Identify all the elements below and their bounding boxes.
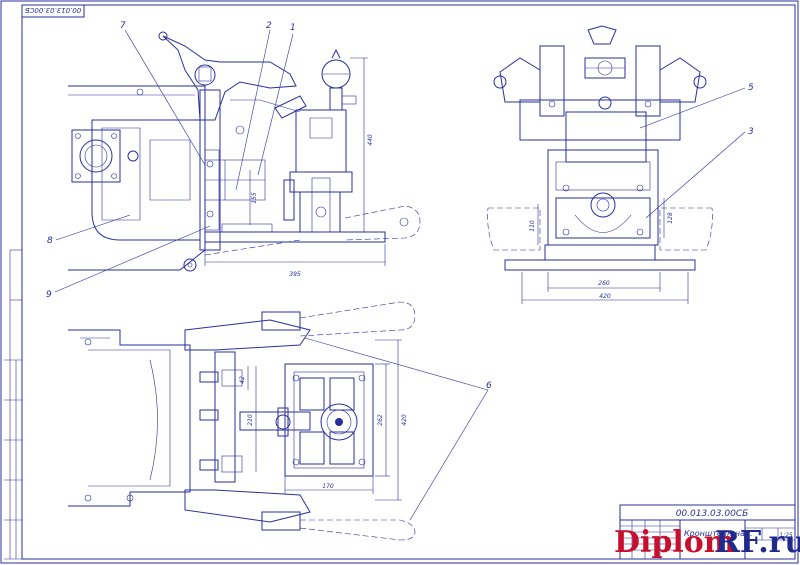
front-cylinder bbox=[565, 111, 647, 163]
dim-front-inner: 260 bbox=[598, 280, 610, 287]
watermark-logo: Diplom RF.ru bbox=[614, 525, 800, 560]
callouts-front: 5 3 bbox=[639, 83, 754, 219]
plan-base-plate bbox=[284, 363, 374, 477]
title-code: 00.013.03.00СБ bbox=[676, 509, 749, 519]
dim-side-height: 440 bbox=[367, 134, 374, 146]
callout-6: 6 bbox=[486, 381, 492, 391]
corner-code: 00.013.03.00СБ bbox=[25, 6, 82, 14]
dim-plan-v: 262 bbox=[377, 414, 384, 426]
callouts-plan: 6 bbox=[304, 337, 492, 521]
callout-9: 9 bbox=[46, 290, 52, 300]
dim-plan-top: 42 bbox=[239, 376, 246, 384]
callouts-side: 1 2 7 8 9 bbox=[46, 21, 296, 300]
cylinder-body bbox=[295, 109, 347, 173]
plan-valve-disc bbox=[320, 403, 358, 441]
front-view: 260 420 110 128 bbox=[487, 25, 713, 304]
hub-flange bbox=[71, 129, 121, 183]
watermark-tld: RF.ru bbox=[715, 525, 800, 560]
dim-side-small: 155 bbox=[251, 192, 258, 204]
scale-box: 1:25 bbox=[779, 532, 793, 539]
dim-side-length: 395 bbox=[289, 271, 301, 278]
side-view: 395 440 155 bbox=[68, 31, 421, 278]
dim-plan-mid: 210 bbox=[247, 414, 254, 426]
dim-front-left: 110 bbox=[529, 220, 536, 232]
callout-2: 2 bbox=[266, 21, 272, 31]
dim-front-outer: 420 bbox=[599, 293, 611, 300]
left-margin-strip bbox=[4, 249, 22, 560]
callout-5: 5 bbox=[748, 83, 754, 93]
plan-view: 42 210 262 420 170 bbox=[68, 301, 416, 541]
callout-8: 8 bbox=[47, 236, 53, 246]
title-name: Кронштейн на... bbox=[684, 529, 753, 538]
corner-code-box bbox=[21, 4, 85, 18]
dim-plan-outer: 420 bbox=[401, 414, 408, 426]
callout-3: 3 bbox=[748, 127, 754, 137]
callout-7: 7 bbox=[120, 21, 126, 31]
callout-1: 1 bbox=[290, 23, 296, 33]
inner-frame bbox=[21, 4, 796, 560]
dim-plan-bottom: 170 bbox=[322, 483, 334, 490]
title-block: 00.013.03.00СБ Кронштейн на... 1:25 bbox=[619, 504, 796, 560]
watermark-brand: Diplom bbox=[614, 525, 736, 560]
dim-front-right: 128 bbox=[667, 212, 674, 224]
